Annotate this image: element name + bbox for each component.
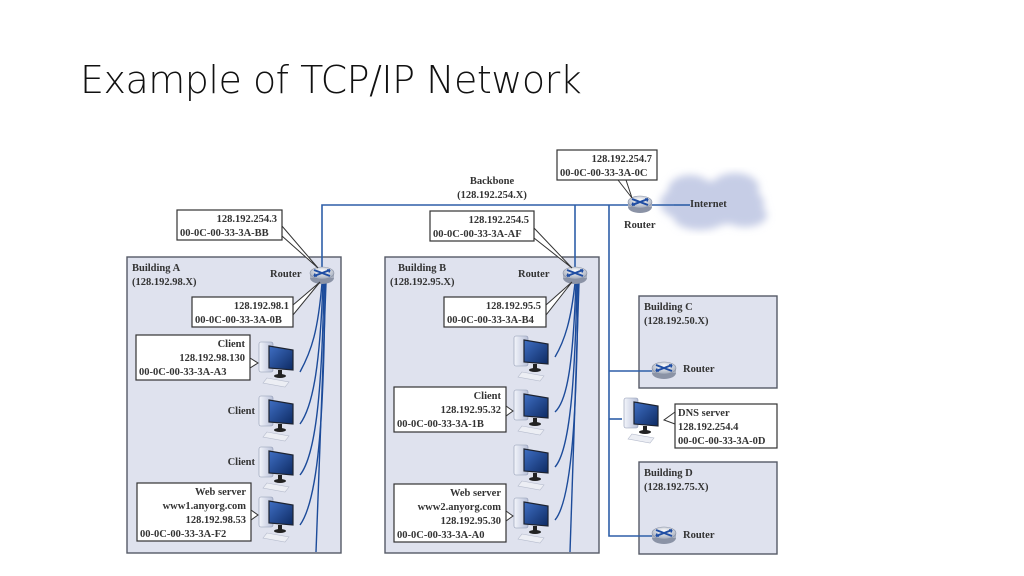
svg-text:128.192.254.7: 128.192.254.7 (592, 154, 652, 165)
svg-text:128.192.98.53: 128.192.98.53 (186, 515, 246, 526)
svg-text:00-0C-00-33-3A-AF: 00-0C-00-33-3A-AF (433, 229, 522, 240)
building-b-client[interactable]: Client 128.192.95.32 00-0C-00-33-3A-1B (393, 386, 549, 436)
svg-text:Router: Router (270, 269, 302, 280)
building-d-subnet: (128.192.75.X) (644, 482, 709, 493)
building-b: Building B (128.192.95.X) Router 128.192… (390, 210, 588, 544)
core-router-callout: 128.192.254.7 00-0C-00-33-3A-0C (556, 149, 658, 199)
building-c-router-icon[interactable] (651, 361, 677, 380)
svg-text:00-0C-00-33-3A-1B: 00-0C-00-33-3A-1B (397, 419, 484, 430)
svg-text:Client: Client (474, 391, 502, 402)
svg-text:www2.anyorg.com: www2.anyorg.com (418, 502, 502, 513)
building-c: Building C (128.192.50.X) Router (644, 302, 715, 380)
slide-title: Example of TCP/IP Network (80, 58, 582, 102)
building-b-router-icon[interactable] (562, 266, 588, 285)
svg-text:128.192.254.3: 128.192.254.3 (217, 214, 277, 225)
building-a-client-2[interactable]: Client (228, 395, 294, 442)
svg-text:128.192.98.130: 128.192.98.130 (179, 353, 245, 364)
building-a-web-server[interactable]: Web server www1.anyorg.com 128.192.98.53… (136, 482, 294, 543)
svg-text:00-0C-00-33-3A-0D: 00-0C-00-33-3A-0D (678, 436, 766, 447)
svg-text:(128.192.254.X): (128.192.254.X) (457, 190, 527, 201)
svg-text:Backbone: Backbone (470, 176, 515, 187)
svg-text:128.192.95.30: 128.192.95.30 (441, 516, 501, 527)
svg-text:Router: Router (683, 364, 715, 375)
core-router-label: Router (624, 220, 656, 231)
svg-text:www1.anyorg.com: www1.anyorg.com (163, 501, 247, 512)
building-b-web-server[interactable]: Web server www2.anyorg.com 128.192.95.30… (393, 483, 549, 544)
svg-text:00-0C-00-33-3A-0C: 00-0C-00-33-3A-0C (560, 168, 647, 179)
svg-text:128.192.254.4: 128.192.254.4 (678, 422, 739, 433)
building-a-client-1[interactable]: Client 128.192.98.130 00-0C-00-33-3A-A3 (135, 334, 294, 388)
svg-text:Router: Router (518, 269, 550, 280)
building-a-router-icon[interactable] (309, 266, 335, 285)
backbone-label: Backbone (128.192.254.X) (457, 176, 527, 201)
svg-text:Web server: Web server (450, 488, 501, 499)
svg-text:128.192.254.5: 128.192.254.5 (469, 215, 529, 226)
svg-text:00-0C-00-33-3A-BB: 00-0C-00-33-3A-BB (180, 228, 269, 239)
svg-text:DNS server: DNS server (678, 408, 730, 419)
building-d: Building D (128.192.75.X) Router (644, 468, 715, 545)
svg-text:00-0C-00-33-3A-B4: 00-0C-00-33-3A-B4 (447, 315, 535, 326)
building-d-router-icon[interactable] (651, 526, 677, 545)
core-router[interactable]: Router (624, 195, 656, 231)
svg-text:Router: Router (683, 530, 715, 541)
building-a-cables (299, 282, 327, 553)
router-icon (627, 195, 653, 214)
internet-label: Internet (690, 199, 727, 210)
building-c-name: Building C (644, 302, 693, 313)
building-b-name: Building B (398, 263, 446, 274)
building-c-subnet: (128.192.50.X) (644, 316, 709, 327)
server-icon (623, 397, 659, 444)
svg-text:00-0C-00-33-3A-0B: 00-0C-00-33-3A-0B (195, 315, 282, 326)
svg-text:Client: Client (228, 457, 256, 468)
svg-text:Web server: Web server (195, 487, 246, 498)
svg-text:00-0C-00-33-3A-A3: 00-0C-00-33-3A-A3 (139, 367, 226, 378)
backbone-lines (321, 204, 690, 537)
internet-cloud: Internet (660, 173, 767, 230)
svg-text:128.192.95.5: 128.192.95.5 (486, 301, 541, 312)
svg-text:Client: Client (218, 339, 246, 350)
building-b-subnet: (128.192.95.X) (390, 277, 455, 288)
building-a-subnet: (128.192.98.X) (132, 277, 197, 288)
building-a-client-3[interactable]: Client (228, 446, 294, 493)
building-d-name: Building D (644, 468, 693, 479)
dns-server[interactable]: DNS server 128.192.254.4 00-0C-00-33-3A-… (623, 397, 778, 449)
svg-text:00-0C-00-33-3A-F2: 00-0C-00-33-3A-F2 (140, 529, 226, 540)
building-b-cables (554, 282, 580, 553)
building-a: Building A (128.192.98.X) Router 128.192… (132, 209, 335, 543)
svg-text:128.192.98.1: 128.192.98.1 (234, 301, 289, 312)
building-a-name: Building A (132, 263, 181, 274)
svg-text:Client: Client (228, 406, 256, 417)
svg-text:128.192.95.32: 128.192.95.32 (441, 405, 501, 416)
svg-text:00-0C-00-33-3A-A0: 00-0C-00-33-3A-A0 (397, 530, 484, 541)
